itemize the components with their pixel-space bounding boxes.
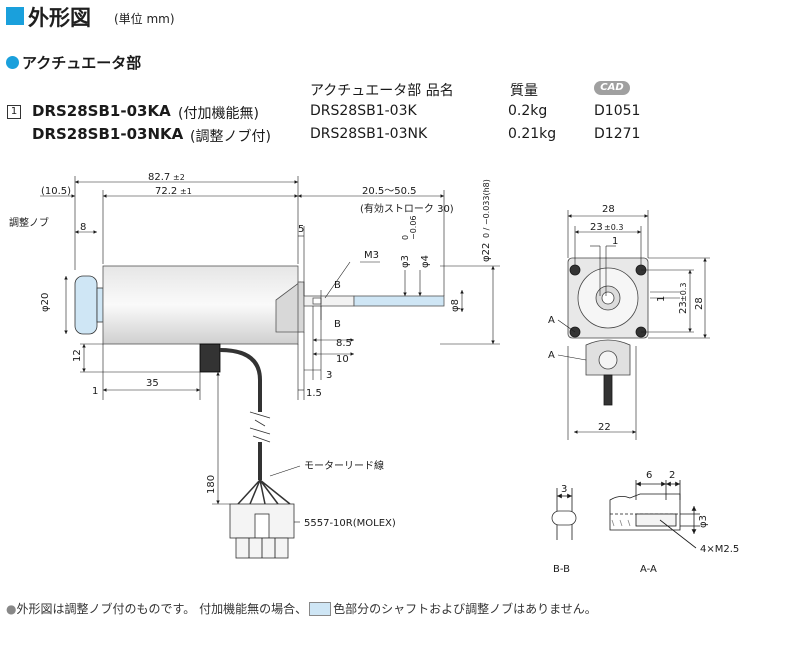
- dim-stroke: 20.5～50.5: [362, 186, 417, 197]
- svg-text:φ20: φ20: [40, 293, 51, 312]
- column-header-mass: 質量: [510, 83, 538, 99]
- svg-text:4×M2.5: 4×M2.5: [700, 544, 739, 555]
- section-bullet-icon: [6, 56, 19, 69]
- mass-2: 0.21kg: [508, 126, 557, 142]
- footnote-text-2: 色部分のシャフトおよび調整ノブはありません。: [333, 602, 597, 616]
- cad-1[interactable]: D1051: [594, 103, 641, 119]
- highlight-swatch: [309, 602, 332, 616]
- svg-text:M3: M3: [364, 250, 379, 261]
- model-note-1: (付加機能無): [178, 106, 259, 122]
- svg-text:22: 22: [598, 422, 611, 433]
- section-aa-label: A-A: [640, 564, 657, 575]
- svg-text:23: 23: [590, 222, 603, 233]
- svg-text:8.5: 8.5: [336, 338, 352, 349]
- cad-badge: CAD: [594, 81, 630, 95]
- svg-text:φ22: φ22: [481, 243, 492, 262]
- svg-text:A: A: [548, 350, 555, 361]
- svg-text:10: 10: [336, 354, 349, 365]
- cad-2[interactable]: D1271: [594, 126, 641, 142]
- svg-text:28: 28: [602, 204, 615, 215]
- adjust-knob: [74, 275, 98, 335]
- svg-text:1.5: 1.5: [306, 388, 322, 399]
- svg-text:0: 0: [401, 235, 410, 240]
- svg-text:1: 1: [656, 296, 667, 302]
- svg-text:±0.3: ±0.3: [604, 223, 623, 232]
- actuator-body: [102, 265, 299, 345]
- model-note-2: (調整ノブ付): [190, 129, 271, 145]
- front-view: [567, 257, 649, 406]
- dim-knob-offset: (10.5): [41, 186, 71, 197]
- motor-lead-label: モーターリード線: [304, 459, 384, 472]
- lead-outlet: [199, 343, 221, 373]
- title-marker-square: [6, 7, 24, 25]
- actuator-name-1: DRS28SB1-03K: [310, 103, 417, 119]
- dim-overall: 82.7: [148, 172, 170, 183]
- section-title: アクチュエータ部: [22, 54, 142, 72]
- svg-text:φ3: φ3: [698, 515, 709, 528]
- svg-text:2: 2: [669, 470, 675, 481]
- connector-label: 5557-10R(MOLEX): [304, 518, 396, 529]
- svg-text:6: 6: [646, 470, 652, 481]
- column-header-actuator: アクチュエータ部 品名: [310, 83, 454, 99]
- svg-text:φ8: φ8: [450, 299, 461, 312]
- page-title: 外形図: [28, 6, 91, 30]
- svg-text:(有効ストローク 30): (有効ストローク 30): [360, 202, 454, 215]
- svg-text:±0.3: ±0.3: [679, 283, 688, 302]
- svg-text:A: A: [548, 315, 555, 326]
- dimension-texts: 82.7 ±2 72.2 ±1 (10.5) 調整ノブ 8 φ20 20.5～5…: [9, 172, 739, 575]
- mount-hole: [569, 264, 581, 276]
- front-view-dimensions: [557, 210, 710, 440]
- row-index-box: 1: [7, 105, 21, 119]
- svg-text:12: 12: [72, 349, 83, 362]
- mass-1: 0.2kg: [508, 103, 548, 119]
- model-name-2: DRS28SB1-03NKA: [32, 125, 184, 143]
- section-bb-label: B-B: [553, 564, 570, 575]
- flange-face: [297, 281, 305, 333]
- svg-text:φ4: φ4: [420, 255, 431, 268]
- dim-body: 72.2: [155, 186, 177, 197]
- svg-text:8: 8: [80, 222, 86, 233]
- svg-text:±2: ±2: [173, 173, 185, 182]
- svg-text:1: 1: [92, 386, 98, 397]
- svg-text:B: B: [334, 319, 341, 330]
- section-bb: [551, 488, 577, 540]
- svg-text:B: B: [334, 280, 341, 291]
- svg-text:35: 35: [146, 378, 159, 389]
- footnote-text-1: 外形図は調整ノブ付のものです。 付加機能無の場合、: [16, 602, 308, 616]
- model-name-1: DRS28SB1-03KA: [32, 102, 171, 120]
- svg-text:180: 180: [206, 475, 217, 494]
- shaft-extension: [353, 295, 445, 307]
- unit-note: (単位 mm): [114, 12, 175, 26]
- side-view: [74, 265, 445, 559]
- lead-wire: [219, 348, 262, 400]
- svg-text:3: 3: [326, 370, 332, 381]
- svg-text:±1: ±1: [180, 187, 192, 196]
- footnote-bullet: ●: [6, 602, 17, 616]
- section-aa: [609, 480, 700, 549]
- svg-text:23: 23: [678, 301, 689, 314]
- footnote: ●外形図は調整ノブ付のものです。 付加機能無の場合、 色部分のシャフトおよび調整ノ…: [6, 600, 597, 617]
- svg-text:28: 28: [694, 297, 705, 310]
- side-view-dimensions: [40, 176, 500, 523]
- actuator-name-2: DRS28SB1-03NK: [310, 126, 428, 142]
- svg-text:5: 5: [298, 224, 304, 235]
- svg-text:3: 3: [561, 484, 567, 495]
- svg-text:φ3: φ3: [400, 255, 411, 268]
- svg-text:1: 1: [612, 236, 618, 247]
- svg-text:0 / −0.033(h8): 0 / −0.033(h8): [482, 179, 491, 238]
- knob-neck: [96, 287, 104, 323]
- adjust-knob-label: 調整ノブ: [9, 216, 49, 229]
- rod-slot: [312, 297, 322, 305]
- rod: [303, 295, 355, 307]
- svg-text:−0.06: −0.06: [409, 215, 418, 240]
